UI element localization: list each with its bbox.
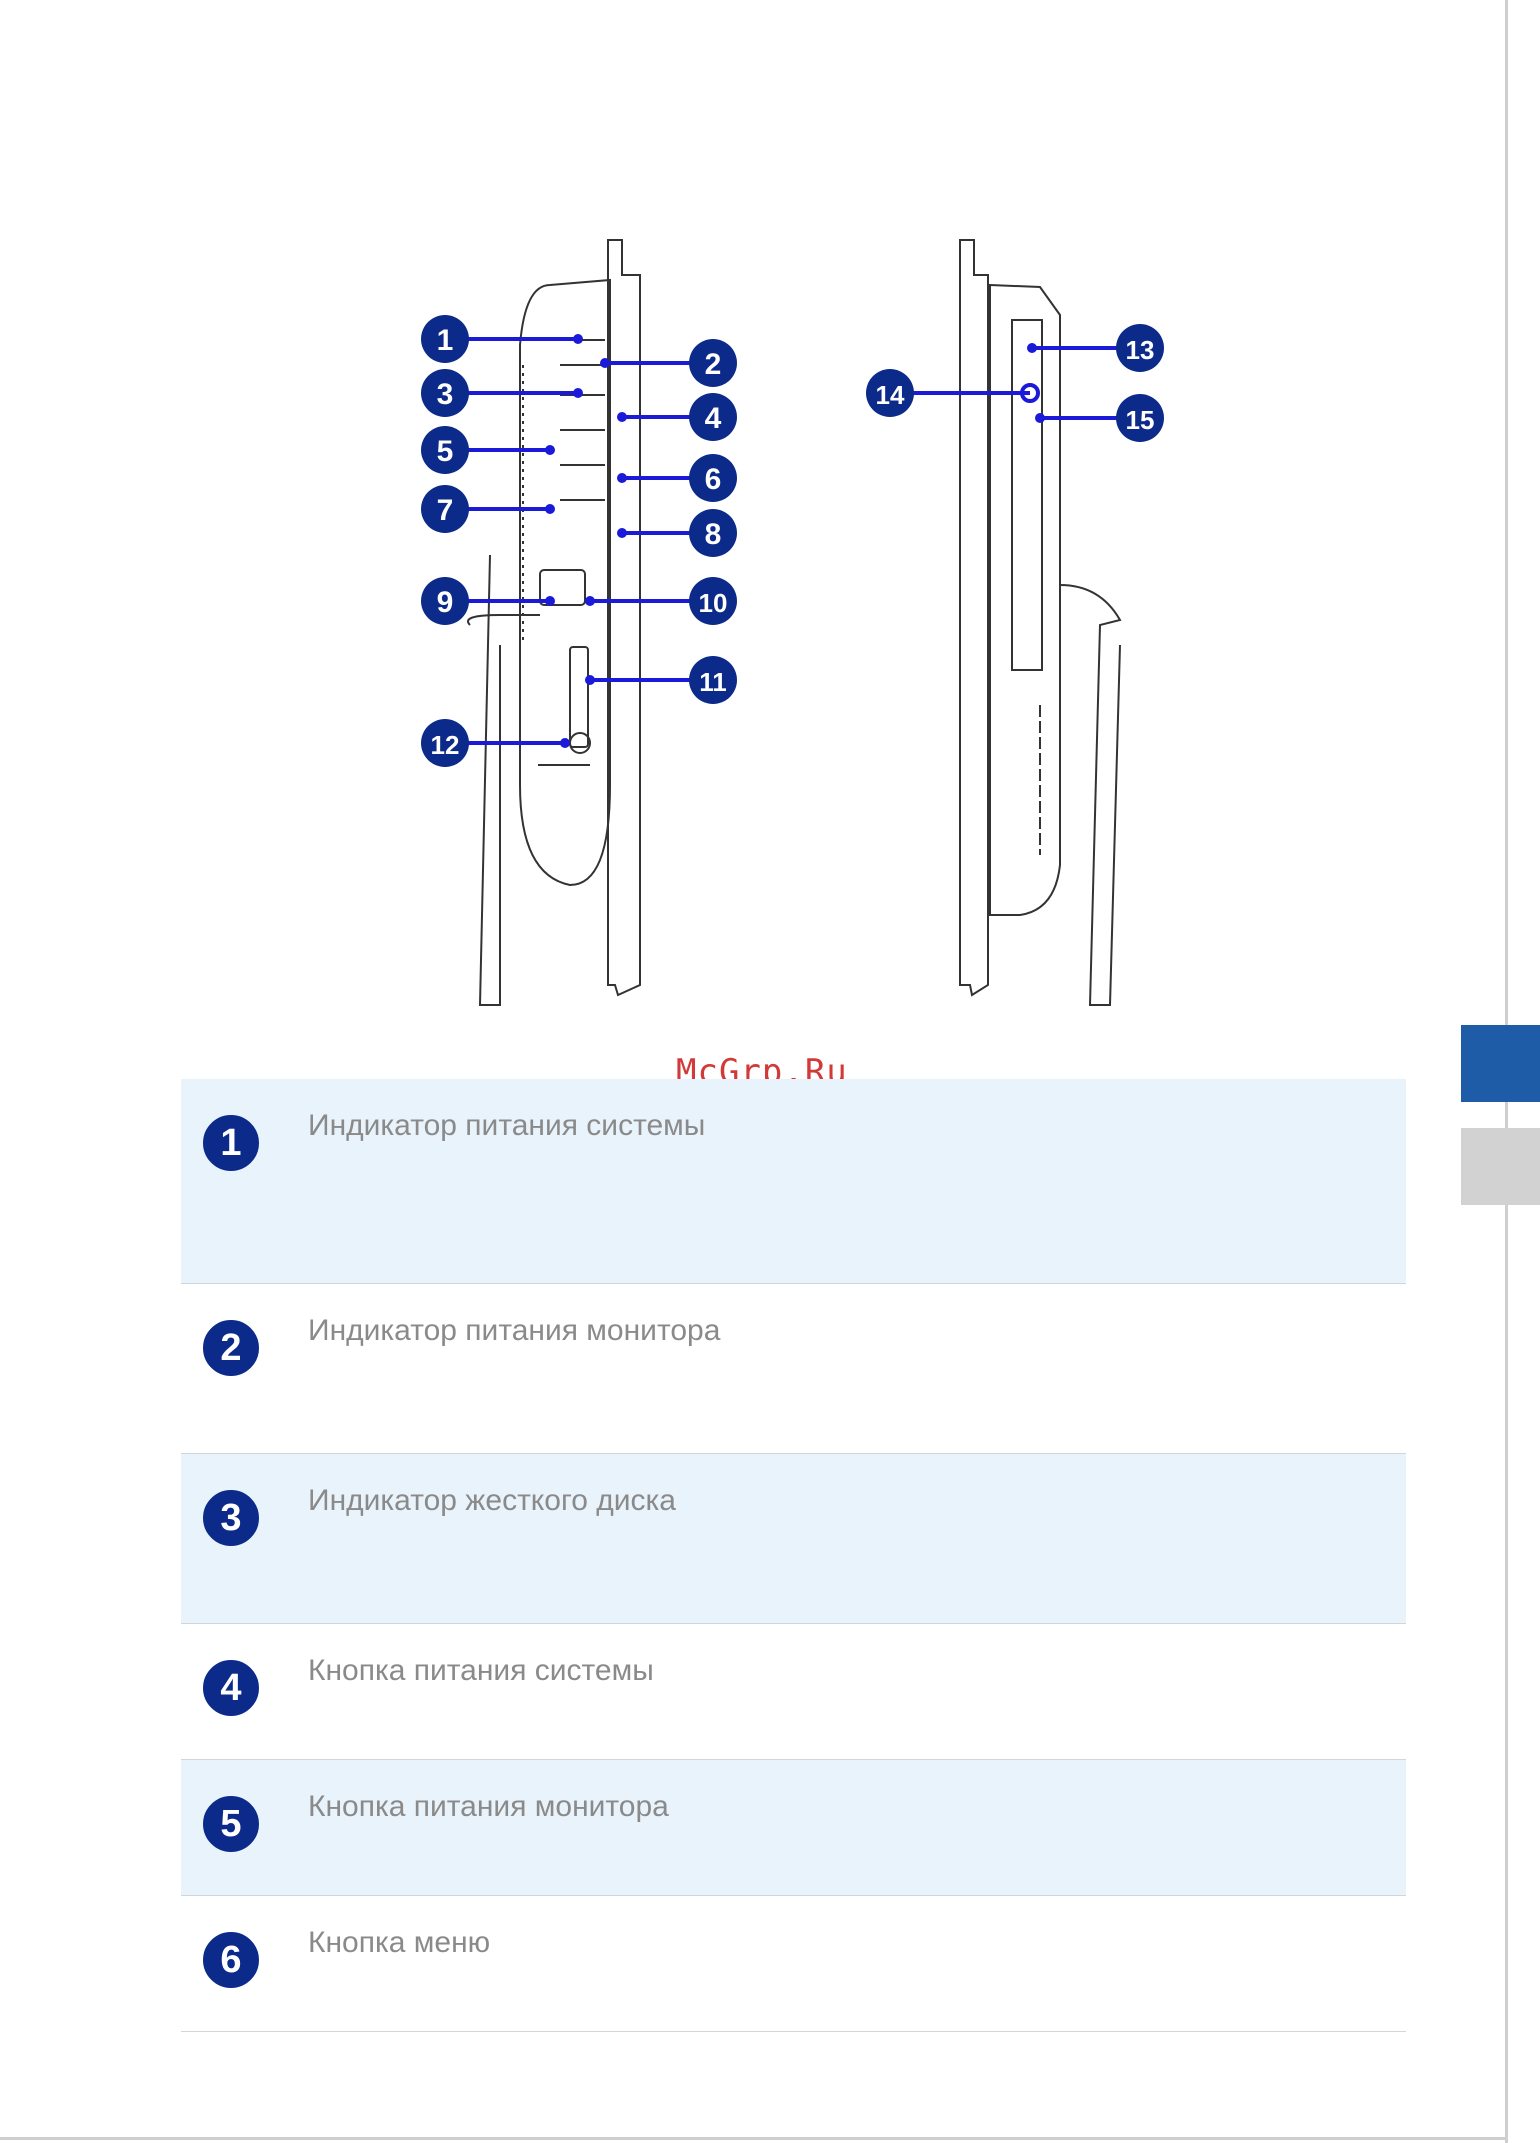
table-row: 4 Кнопка питания системы [181, 1624, 1406, 1760]
callout-13: 13 [1116, 324, 1164, 372]
table-row: 5 Кнопка питания монитора [181, 1760, 1406, 1896]
svg-text:3: 3 [437, 378, 454, 411]
svg-text:2: 2 [705, 348, 722, 381]
callout-4: 4 [689, 393, 737, 441]
svg-text:1: 1 [437, 324, 454, 357]
table-row: 3 Индикатор жесткого диска [181, 1454, 1406, 1624]
svg-text:8: 8 [705, 518, 722, 551]
table-row: 2 Индикатор питания монитора [181, 1284, 1406, 1454]
svg-text:10: 10 [699, 588, 728, 618]
table-row: 1 Индикатор питания системы [181, 1079, 1406, 1284]
callout-badges: 1 2 3 4 5 6 7 8 9 10 11 12 13 14 15 [421, 315, 1164, 767]
item-label: Индикатор жесткого диска [308, 1484, 676, 1518]
table-row: 6 Кнопка меню [181, 1896, 1406, 2032]
callout-dots [545, 334, 1045, 748]
item-label: Индикатор питания системы [308, 1109, 705, 1143]
callout-5: 5 [421, 426, 469, 474]
item-number-badge: 5 [203, 1796, 259, 1852]
item-label: Кнопка питания системы [308, 1654, 654, 1688]
callout-14: 14 [866, 369, 914, 417]
callout-15: 15 [1116, 394, 1164, 442]
svg-text:9: 9 [437, 586, 454, 619]
callout-lines [445, 339, 1120, 743]
svg-text:5: 5 [437, 435, 454, 468]
item-number-badge: 4 [203, 1660, 259, 1716]
item-label: Кнопка меню [308, 1926, 490, 1960]
page-frame-bottom [0, 2137, 1508, 2140]
device-side-views-diagram: 1 2 3 4 5 6 7 8 9 10 11 12 13 14 15 [400, 225, 1220, 1015]
svg-text:4: 4 [705, 402, 722, 435]
svg-text:14: 14 [876, 380, 905, 410]
callout-7: 7 [421, 485, 469, 533]
component-legend-table: 1 Индикатор питания системы 2 Индикатор … [181, 1079, 1406, 2032]
item-number-badge: 6 [203, 1932, 259, 1988]
item-number-badge: 3 [203, 1490, 259, 1546]
svg-text:12: 12 [431, 730, 460, 760]
left-side-view [468, 240, 640, 1005]
svg-text:11: 11 [699, 667, 727, 697]
svg-text:6: 6 [705, 463, 722, 496]
svg-text:7: 7 [437, 494, 454, 527]
item-label: Кнопка питания монитора [308, 1790, 669, 1824]
svg-text:13: 13 [1126, 335, 1155, 365]
callout-10: 10 [689, 577, 737, 625]
callout-3: 3 [421, 369, 469, 417]
item-number-badge: 1 [203, 1115, 259, 1171]
chapter-tab-inactive[interactable] [1461, 1128, 1540, 1205]
item-label: Индикатор питания монитора [308, 1314, 720, 1348]
item-number-badge: 2 [203, 1320, 259, 1376]
callout-2: 2 [689, 339, 737, 387]
svg-text:15: 15 [1126, 405, 1155, 435]
callout-6: 6 [689, 454, 737, 502]
chapter-tab-active[interactable] [1461, 1025, 1540, 1102]
callout-9: 9 [421, 577, 469, 625]
callout-12: 12 [421, 719, 469, 767]
callout-8: 8 [689, 509, 737, 557]
callout-11: 11 [689, 656, 737, 704]
right-side-view [960, 240, 1120, 1005]
callout-1: 1 [421, 315, 469, 363]
